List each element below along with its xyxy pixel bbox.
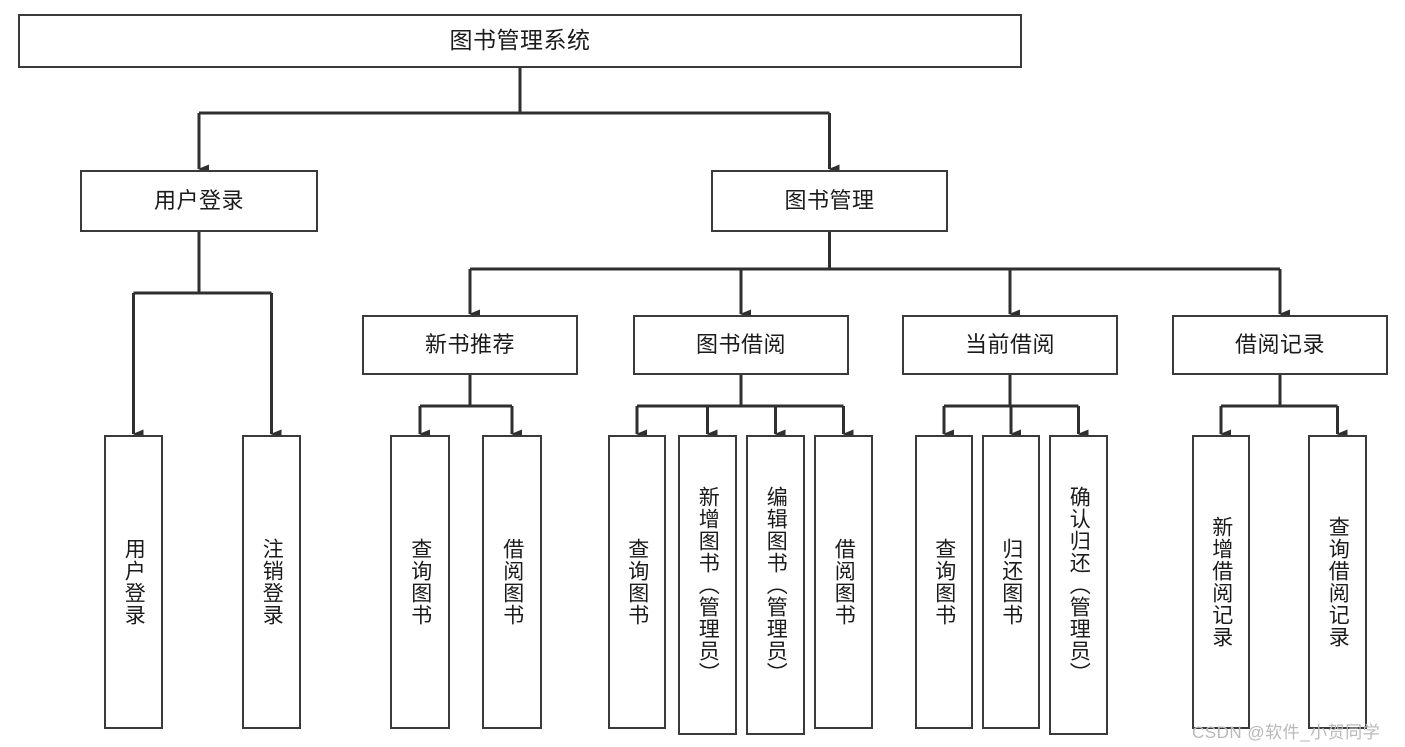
node-leaf-user-logout[interactable]: 注销登录	[242, 435, 301, 729]
node-user-login[interactable]: 用户登录	[80, 170, 318, 232]
node-borrow-record[interactable]: 借阅记录	[1172, 315, 1388, 375]
node-label: 新增图书（管理员）	[696, 486, 720, 684]
node-label: 确认归还（管理员）	[1067, 486, 1091, 684]
node-leaf-query-book-1[interactable]: 查询图书	[390, 435, 450, 729]
node-label: 图书管理	[784, 187, 875, 213]
node-label: 图书借阅	[695, 331, 786, 357]
node-leaf-borrow-book-2[interactable]: 借阅图书	[814, 435, 873, 729]
node-leaf-add-book[interactable]: 新增图书（管理员）	[678, 435, 737, 735]
node-leaf-borrow-book-1[interactable]: 借阅图书	[482, 435, 542, 729]
node-current-borrow[interactable]: 当前借阅	[902, 315, 1118, 375]
node-leaf-query-record[interactable]: 查询借阅记录	[1308, 435, 1367, 729]
node-label: 新增借阅记录	[1209, 516, 1233, 648]
node-label: 新书推荐	[424, 331, 515, 357]
node-label: 借阅图书	[500, 538, 524, 626]
node-label: 归还图书	[999, 538, 1023, 626]
node-new-book-rec[interactable]: 新书推荐	[362, 315, 578, 375]
node-label: 查询图书	[932, 538, 956, 626]
node-label: 查询图书	[408, 538, 432, 626]
node-label: 借阅记录	[1234, 331, 1325, 357]
node-book-borrow[interactable]: 图书借阅	[633, 315, 849, 375]
node-leaf-query-book-3[interactable]: 查询图书	[915, 435, 973, 729]
node-leaf-return-book[interactable]: 归还图书	[982, 435, 1040, 729]
node-leaf-edit-book[interactable]: 编辑图书（管理员）	[746, 435, 805, 735]
node-label: 查询借阅记录	[1326, 516, 1350, 648]
node-leaf-query-book-2[interactable]: 查询图书	[608, 435, 666, 729]
node-leaf-add-record[interactable]: 新增借阅记录	[1192, 435, 1250, 729]
node-book-manage[interactable]: 图书管理	[711, 170, 948, 232]
node-label: 注销登录	[260, 538, 284, 626]
node-label: 用户登录	[122, 538, 146, 626]
node-label: 图书管理系统	[449, 27, 591, 54]
node-label: 当前借阅	[964, 331, 1055, 357]
node-label: 查询图书	[625, 538, 649, 626]
node-leaf-confirm-return[interactable]: 确认归还（管理员）	[1049, 435, 1108, 735]
node-leaf-user-login[interactable]: 用户登录	[104, 435, 163, 729]
node-label: 借阅图书	[832, 538, 856, 626]
node-label: 编辑图书（管理员）	[764, 486, 788, 684]
node-root[interactable]: 图书管理系统	[18, 14, 1022, 68]
node-label: 用户登录	[153, 187, 244, 213]
